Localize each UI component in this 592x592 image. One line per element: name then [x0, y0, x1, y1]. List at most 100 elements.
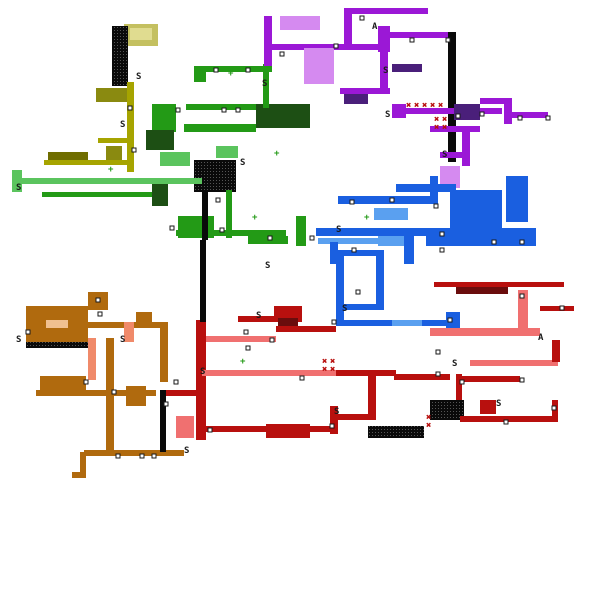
purple-top-corridor	[264, 44, 384, 50]
red-dark-block	[368, 426, 424, 438]
boss-marker: A	[372, 22, 378, 32]
green-top-corridor	[194, 66, 272, 72]
save-marker: S	[200, 367, 205, 377]
door-marker	[95, 297, 101, 303]
green-west-corridor2	[42, 192, 162, 197]
red-right-shaft3	[456, 374, 462, 420]
blocked-marker: ✖	[422, 101, 427, 111]
green-shaft-r	[263, 64, 269, 108]
blocked-marker: ✖	[406, 101, 411, 111]
orange-big-room2	[40, 376, 86, 390]
blue-corridor-mid	[316, 228, 536, 236]
save-marker: S	[385, 110, 390, 120]
door-marker	[97, 311, 103, 317]
blue-light-room	[374, 208, 408, 220]
purple-top-shaft	[264, 16, 272, 66]
blocked-marker: ✖	[442, 123, 447, 133]
red-diag-corridor	[276, 326, 336, 332]
door-marker	[299, 375, 305, 381]
blocked-marker: ✖	[426, 413, 431, 423]
region-olive	[44, 24, 158, 172]
red-right-corridor2	[456, 376, 520, 382]
save-marker: S	[120, 120, 125, 130]
purple-corridor-mid	[340, 88, 390, 94]
region-red	[176, 282, 574, 440]
blue-room-loop-r	[376, 250, 384, 310]
door-marker	[83, 379, 89, 385]
region-orange	[26, 292, 184, 478]
blocked-marker: ✖	[414, 101, 419, 111]
door-marker	[245, 345, 251, 351]
red-dark-right	[430, 400, 464, 420]
door-marker	[151, 453, 157, 459]
door-marker	[175, 107, 181, 113]
red-right-shaft4	[552, 400, 558, 422]
purple-dark-b	[392, 64, 422, 72]
door-marker	[545, 115, 551, 121]
purple-corridor-f	[430, 126, 480, 132]
olive-room-top-inner	[130, 28, 152, 40]
blocked-marker: ✖	[426, 421, 431, 431]
door-marker	[439, 231, 445, 237]
item-marker: +	[274, 149, 280, 159]
green-corridor-a	[186, 104, 256, 110]
door-marker	[445, 37, 451, 43]
red-top-right-corridor	[434, 282, 564, 287]
door-marker	[491, 239, 497, 245]
blue-room-loop-top	[336, 250, 384, 256]
door-marker	[163, 401, 169, 407]
purple-shaft-low	[462, 126, 470, 166]
door-marker	[435, 349, 441, 355]
door-marker	[519, 293, 525, 299]
item-marker: +	[252, 213, 258, 223]
blue-room-loop-bot	[336, 304, 384, 310]
door-marker	[269, 337, 275, 343]
green-top-room	[194, 66, 206, 82]
door-marker	[213, 67, 219, 73]
item-marker: +	[364, 213, 370, 223]
red-corridor-mid	[202, 370, 342, 376]
red-low-room	[266, 424, 310, 438]
blocked-marker: ✖	[434, 123, 439, 133]
olive-stub	[98, 138, 132, 143]
door-marker	[127, 105, 133, 111]
door-marker	[359, 15, 365, 21]
blue-shaft-top	[430, 176, 438, 196]
door-marker	[409, 37, 415, 43]
blocked-marker: ✖	[322, 357, 327, 367]
purple-low-light	[440, 166, 460, 188]
region-blue	[316, 176, 536, 328]
blue-corridor-top2	[396, 184, 456, 192]
door-marker	[131, 147, 137, 153]
red-corridor-low	[200, 426, 330, 432]
door-marker	[355, 289, 361, 295]
blue-corridor-top	[338, 196, 438, 204]
save-marker: S	[256, 311, 261, 321]
door-marker	[215, 197, 221, 203]
purple-shaft-mid	[380, 48, 388, 92]
blocked-marker: ✖	[438, 101, 443, 111]
orange-shaft-a	[160, 322, 168, 382]
door-marker	[235, 107, 241, 113]
blue-corridor-mid2	[426, 236, 536, 246]
purple-low-corridor	[440, 152, 470, 158]
blocked-marker: ✖	[434, 115, 439, 125]
red-shaft-low	[330, 406, 338, 434]
door-marker	[349, 199, 355, 205]
door-marker	[519, 377, 525, 383]
green-room-a	[152, 104, 176, 132]
red-light-corridor	[206, 336, 276, 342]
door-marker	[389, 197, 395, 203]
save-marker: S	[184, 446, 189, 456]
red-top-corridor	[238, 316, 274, 322]
olive-corridor-low	[44, 160, 134, 165]
red-corridor-right	[394, 374, 450, 380]
blue-shaft-b	[404, 234, 414, 264]
door-marker	[309, 235, 315, 241]
door-marker	[333, 43, 339, 49]
green-room-a-dark	[146, 130, 174, 150]
save-marker: S	[16, 335, 21, 345]
green-corridor-c	[176, 230, 286, 236]
